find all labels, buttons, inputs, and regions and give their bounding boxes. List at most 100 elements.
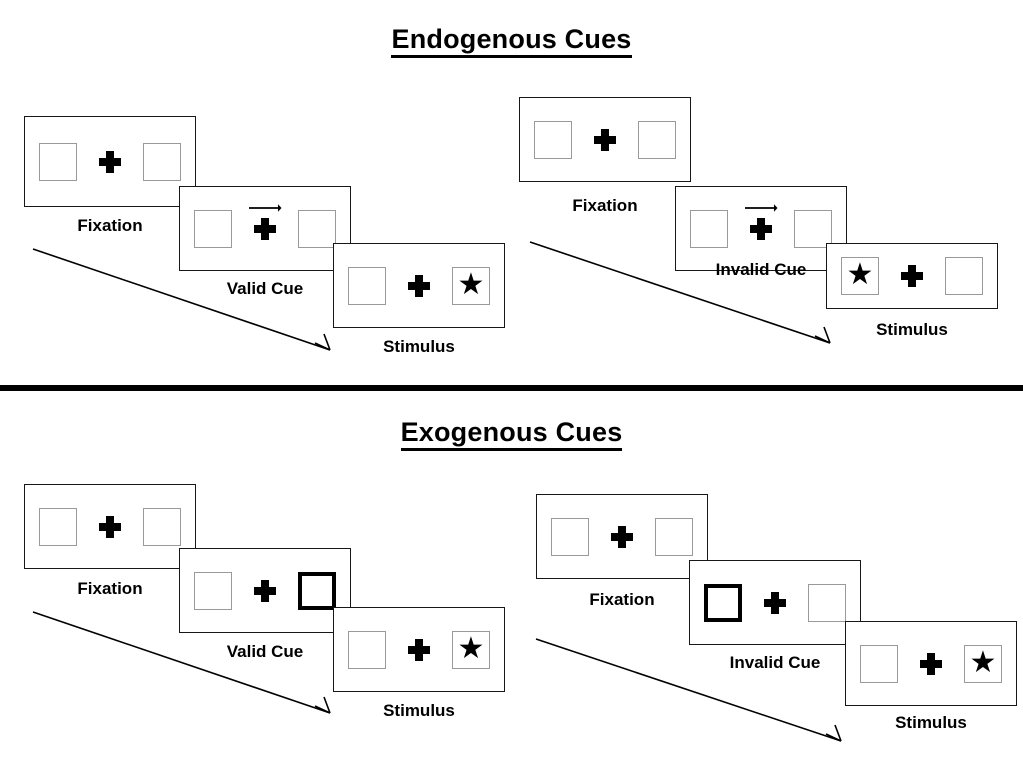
- stimulus-box-right: [638, 120, 676, 159]
- timeline-arrow-endogenous-invalid: [529, 241, 831, 344]
- stimulus-box-right: ★: [452, 266, 490, 305]
- fixation-cross-icon: [99, 150, 121, 173]
- stimulus-box-left: [534, 120, 572, 159]
- panel-content: [194, 571, 336, 610]
- target-star-icon: ★: [457, 267, 485, 301]
- spacer: [633, 536, 655, 537]
- panel-endogenous-invalid-fixation: [519, 97, 691, 182]
- panel-content: ★: [348, 266, 490, 305]
- spacer: [728, 228, 750, 229]
- stimulus-box-right: [794, 209, 832, 248]
- spacer: [923, 276, 945, 277]
- timeline-arrow-exogenous-valid: [32, 611, 331, 714]
- stimulus-box-right: [655, 517, 693, 556]
- caption-exogenous-invalid-stimulus: Stimulus: [895, 713, 967, 732]
- spacer: [276, 228, 298, 229]
- target-star-icon: ★: [969, 645, 997, 679]
- fixation-cross-icon: [408, 274, 430, 297]
- target-star-icon: ★: [846, 258, 874, 291]
- panel-content: ★: [348, 630, 490, 669]
- spacer: [386, 649, 408, 650]
- caption-exogenous-valid-fixation: Fixation: [77, 579, 143, 598]
- fixation-cross-icon: [254, 579, 276, 602]
- spacer: [572, 139, 594, 140]
- fixation-cross-icon: [408, 638, 430, 661]
- stimulus-box-left: [348, 266, 386, 305]
- panel-exogenous-valid-fixation: [24, 484, 196, 569]
- fixation-cross-icon: [745, 203, 778, 240]
- panel-endogenous-valid-cue: [179, 186, 351, 271]
- spacer: [879, 276, 901, 277]
- target-star-icon: ★: [457, 631, 485, 665]
- caption-endogenous-invalid-stimulus: Stimulus: [876, 320, 948, 339]
- stimulus-box-left: [690, 209, 728, 248]
- spacer: [232, 228, 254, 229]
- panel-endogenous-valid-stimulus: ★: [333, 243, 505, 328]
- spacer: [232, 590, 254, 591]
- panel-exogenous-invalid-cue: [689, 560, 861, 645]
- stimulus-box-left: ★: [841, 257, 879, 295]
- spacer: [589, 536, 611, 537]
- fixation-cross-icon: [764, 591, 786, 614]
- timeline-arrow-exogenous-invalid: [535, 638, 842, 742]
- panel-content: [194, 203, 336, 248]
- panel-endogenous-invalid-cue: [675, 186, 847, 271]
- stimulus-box-left: [39, 507, 77, 546]
- section-title-endogenous: Endogenous Cues: [0, 24, 1023, 58]
- stimulus-box-right: [808, 583, 846, 622]
- caption-exogenous-invalid-fixation: Fixation: [589, 590, 655, 609]
- stimulus-box-right: [298, 209, 336, 248]
- stimulus-box-left: [551, 517, 589, 556]
- stimulus-box-right: [143, 507, 181, 546]
- stimulus-box-right: ★: [452, 630, 490, 669]
- fixation-cross-icon: [249, 203, 282, 240]
- caption-exogenous-invalid-cue: Invalid Cue: [729, 653, 821, 672]
- right-arrow-icon: [745, 203, 778, 212]
- section-title-endogenous-text: Endogenous Cues: [391, 24, 632, 58]
- panel-content: [39, 507, 181, 546]
- stimulus-box-left: [194, 209, 232, 248]
- caption-endogenous-invalid-fixation: Fixation: [572, 196, 638, 215]
- caption-exogenous-valid-stimulus: Stimulus: [383, 701, 455, 720]
- section-divider: [0, 385, 1023, 391]
- spacer: [386, 285, 408, 286]
- spacer: [616, 139, 638, 140]
- fixation-cross-icon: [901, 265, 923, 287]
- spacer: [121, 161, 143, 162]
- stimulus-box-left: [860, 644, 898, 683]
- section-title-exogenous-text: Exogenous Cues: [400, 417, 623, 451]
- panel-exogenous-invalid-stimulus: ★: [845, 621, 1017, 706]
- panel-content: [534, 120, 676, 159]
- panel-content: [704, 583, 846, 622]
- panel-endogenous-valid-fixation: [24, 116, 196, 207]
- caption-exogenous-valid-cue: Valid Cue: [226, 642, 304, 661]
- timeline-arrow-endogenous-valid: [32, 248, 331, 351]
- panel-content: ★: [860, 644, 1002, 683]
- spacer: [430, 285, 452, 286]
- spacer: [898, 663, 920, 664]
- fixation-cross-icon: [611, 525, 633, 548]
- panel-exogenous-valid-cue: [179, 548, 351, 633]
- panel-content: ★: [841, 257, 983, 295]
- panel-content: [551, 517, 693, 556]
- stimulus-box-right: ★: [964, 644, 1002, 683]
- spacer: [430, 649, 452, 650]
- section-title-exogenous: Exogenous Cues: [0, 417, 1023, 451]
- fixation-cross-icon: [594, 128, 616, 151]
- fixation-cross-icon: [920, 652, 942, 675]
- spacer: [942, 663, 964, 664]
- caption-endogenous-valid-fixation: Fixation: [77, 216, 143, 235]
- caption-endogenous-valid-cue: Valid Cue: [226, 279, 304, 298]
- stimulus-box-right-cued: [298, 571, 336, 610]
- fixation-cross-icon: [99, 515, 121, 538]
- spacer: [121, 526, 143, 527]
- spacer: [772, 228, 794, 229]
- panel-exogenous-invalid-fixation: [536, 494, 708, 579]
- panel-content: [39, 142, 181, 181]
- panel-exogenous-valid-stimulus: ★: [333, 607, 505, 692]
- caption-endogenous-invalid-cue: Invalid Cue: [715, 260, 807, 279]
- right-arrow-icon: [249, 203, 282, 212]
- stimulus-box-left: [194, 571, 232, 610]
- panel-content: [690, 203, 832, 248]
- stimulus-box-right: [143, 142, 181, 181]
